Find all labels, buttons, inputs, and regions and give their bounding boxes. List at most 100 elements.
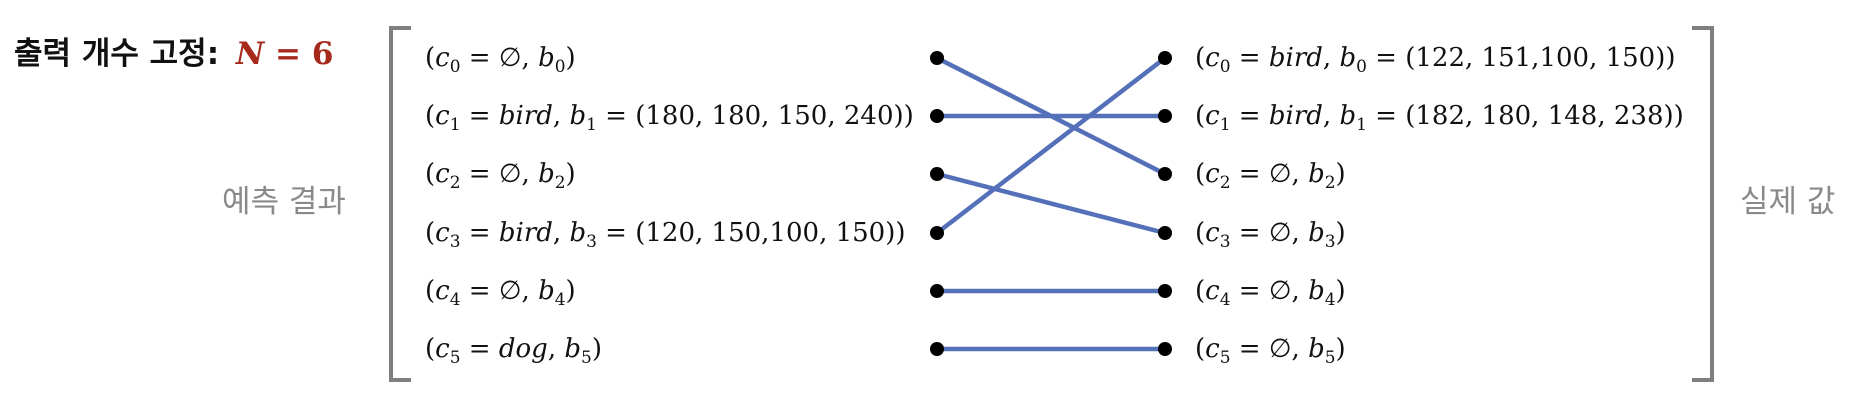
- class-value: dog: [498, 334, 548, 364]
- class-value: ∅: [498, 276, 522, 306]
- ground-truth-label: 실제 값: [1740, 184, 1836, 220]
- class-value: ∅: [498, 159, 522, 189]
- index-subscript: 0: [1356, 57, 1367, 77]
- index-subscript: 0: [449, 57, 461, 77]
- prediction-row: (c5 = dog, b5): [425, 334, 602, 368]
- match-line: [934, 171, 1168, 236]
- class-var: c: [435, 276, 450, 306]
- class-var: c: [1205, 43, 1220, 73]
- box-var: b: [1308, 218, 1325, 248]
- ground-truth-row: (c1 = bird, b1 = (182, 180, 148, 238)): [1195, 101, 1684, 135]
- index-subscript: 5: [1219, 348, 1231, 368]
- index-subscript: 5: [1324, 348, 1336, 368]
- index-subscript: 2: [1324, 173, 1336, 193]
- index-subscript: 1: [449, 115, 461, 135]
- ground-truth-row: (c0 = bird, b0 = (122, 151,100, 150)): [1195, 43, 1676, 77]
- box-value: (122, 151,100, 150): [1405, 43, 1666, 73]
- class-value: ∅: [1268, 276, 1292, 306]
- header-text: 출력 개수 고정:: [14, 36, 220, 72]
- class-var: c: [435, 218, 450, 248]
- box-value: (180, 180, 150, 240): [635, 101, 904, 131]
- box-var: b: [569, 218, 587, 248]
- index-subscript: 2: [449, 173, 461, 193]
- box-var: b: [1339, 101, 1357, 131]
- match-line: [934, 55, 1168, 236]
- index-subscript: 4: [554, 290, 566, 310]
- ground-truth-dot: [1158, 109, 1172, 123]
- ground-truth-dot: [1158, 284, 1172, 298]
- prediction-dot: [930, 284, 944, 298]
- header-title: 출력 개수 고정: N = 6: [14, 28, 333, 73]
- ground-truth-dot: [1158, 167, 1172, 181]
- index-subscript: 3: [586, 232, 597, 252]
- class-value: bird: [498, 218, 553, 248]
- box-value: (120, 150,100, 150): [635, 218, 896, 248]
- prediction-row: (c0 = ∅, b0): [425, 43, 576, 77]
- n-value: N = 6: [236, 36, 333, 72]
- class-value: bird: [498, 101, 553, 131]
- right-bracket: [1692, 26, 1714, 382]
- class-var: c: [1205, 276, 1220, 306]
- prediction-row: (c4 = ∅, b4): [425, 276, 576, 310]
- ground-truth-row: (c3 = ∅, b3): [1195, 218, 1346, 252]
- class-var: c: [1205, 218, 1220, 248]
- class-var: c: [435, 101, 450, 131]
- prediction-row: (c1 = bird, b1 = (180, 180, 150, 240)): [425, 101, 914, 135]
- prediction-dot: [930, 342, 944, 356]
- box-var: b: [1339, 43, 1357, 73]
- index-subscript: 2: [554, 173, 566, 193]
- box-var: b: [538, 276, 555, 306]
- ground-truth-dot: [1158, 51, 1172, 65]
- index-subscript: 4: [1324, 290, 1336, 310]
- ground-truth-dot: [1158, 342, 1172, 356]
- box-var: b: [538, 43, 555, 73]
- class-value: ∅: [1268, 334, 1292, 364]
- left-bracket: [389, 26, 411, 382]
- prediction-dot: [930, 226, 944, 240]
- box-var: b: [1308, 334, 1325, 364]
- index-subscript: 1: [586, 115, 597, 135]
- class-value: bird: [1268, 101, 1323, 131]
- index-subscript: 0: [1219, 57, 1231, 77]
- n-number: 6: [311, 36, 334, 72]
- box-var: b: [1308, 276, 1325, 306]
- class-var: c: [1205, 101, 1220, 131]
- index-subscript: 4: [449, 290, 461, 310]
- index-subscript: 4: [1219, 290, 1231, 310]
- class-value: bird: [1268, 43, 1323, 73]
- prediction-row: (c2 = ∅, b2): [425, 159, 576, 193]
- ground-truth-dot: [1158, 226, 1172, 240]
- box-value: (182, 180, 148, 238): [1405, 101, 1674, 131]
- class-var: c: [435, 334, 450, 364]
- index-subscript: 5: [449, 348, 461, 368]
- ground-truth-row: (c4 = ∅, b4): [1195, 276, 1346, 310]
- index-subscript: 0: [554, 57, 566, 77]
- prediction-dot: [930, 109, 944, 123]
- class-value: ∅: [1268, 159, 1292, 189]
- index-subscript: 1: [1356, 115, 1367, 135]
- ground-truth-row: (c5 = ∅, b5): [1195, 334, 1346, 368]
- index-subscript: 3: [449, 232, 461, 252]
- class-var: c: [435, 43, 450, 73]
- class-value: ∅: [498, 43, 522, 73]
- index-subscript: 5: [581, 348, 592, 368]
- box-var: b: [538, 159, 555, 189]
- class-var: c: [1205, 334, 1220, 364]
- prediction-label: 예측 결과: [222, 184, 346, 220]
- ground-truth-row: (c2 = ∅, b2): [1195, 159, 1346, 193]
- box-var: b: [569, 101, 587, 131]
- class-var: c: [435, 159, 450, 189]
- index-subscript: 3: [1324, 232, 1336, 252]
- prediction-dot: [930, 167, 944, 181]
- prediction-row: (c3 = bird, b3 = (120, 150,100, 150)): [425, 218, 906, 252]
- index-subscript: 2: [1219, 173, 1231, 193]
- n-eq: =: [264, 36, 312, 72]
- box-var: b: [1308, 159, 1325, 189]
- box-var: b: [564, 334, 582, 364]
- class-var: c: [1205, 159, 1220, 189]
- n-var: N: [235, 36, 265, 72]
- index-subscript: 3: [1219, 232, 1231, 252]
- prediction-dot: [930, 51, 944, 65]
- class-value: ∅: [1268, 218, 1292, 248]
